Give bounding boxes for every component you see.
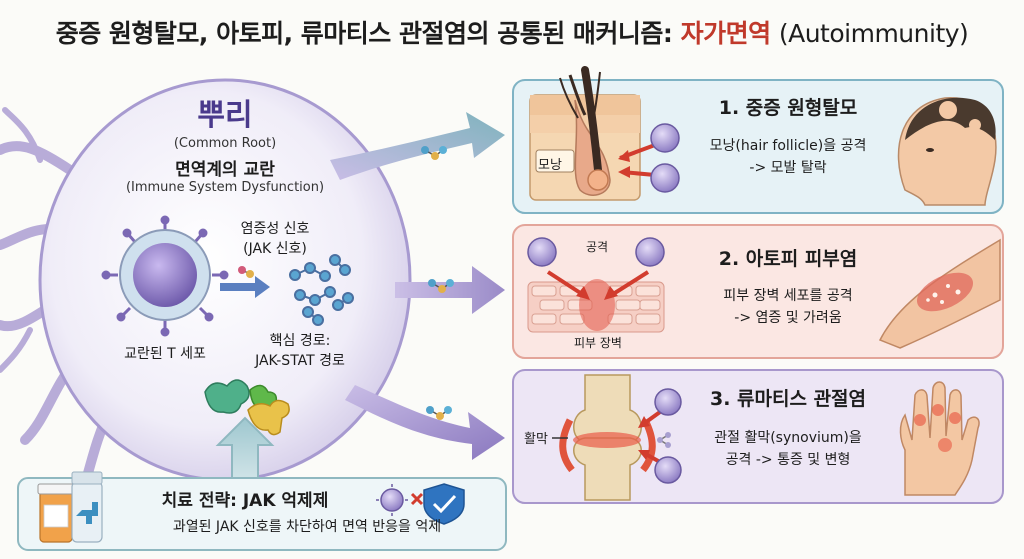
branch-arrow-2 — [395, 266, 505, 314]
jak-signal-icon — [421, 146, 454, 420]
eczema-arm-icon — [878, 238, 1001, 349]
signal-label-2: (JAK 신호) — [243, 241, 307, 257]
branch-arrow-1 — [330, 112, 505, 180]
panel-2-desc-1: 피부 장벽 세포를 공격 — [723, 288, 853, 304]
bald-head-icon — [897, 97, 997, 206]
medicine-bottle-icon — [37, 471, 103, 543]
tissue-label-follicle: 모낭 — [538, 158, 562, 173]
jak-molecule-cluster — [289, 254, 354, 326]
title-accent: 자가면역 — [680, 19, 772, 48]
signal-arrow — [220, 266, 270, 298]
panel-rheumatoid — [512, 369, 1004, 504]
page-title: 중증 원형탈모, 아토피, 류마티스 관절염의 공통된 매커니즘: 자가면역 (… — [0, 14, 1024, 50]
panel-3-desc-2: 공격 -> 통증 및 변형 — [725, 452, 851, 468]
inflamed-hand-icon — [899, 381, 980, 496]
attack-label: 공격 — [585, 240, 609, 254]
signal-label-1: 염증성 신호 — [240, 221, 310, 237]
title-paren: (Autoimmunity) — [778, 19, 969, 48]
shield-check-icon — [423, 483, 465, 525]
branch-arrow-3 — [345, 385, 505, 460]
tissue-label-skin: 피부 장벽 — [574, 336, 622, 350]
treatment-desc: 과열된 JAK 신호를 차단하여 면역 반응을 억제 — [172, 519, 442, 535]
hair-follicle-icon — [529, 66, 680, 201]
panel-3-title: 3. 류마티스 관절염 — [709, 388, 867, 410]
root-heading-en: (Immune System Dysfunction) — [125, 180, 325, 195]
panel-2-desc-2: -> 염증 및 가려움 — [734, 310, 842, 326]
root-title: 뿌리 — [197, 98, 253, 133]
pathway-label-2: JAK-STAT 경로 — [255, 353, 345, 369]
cell-label: 교란된 T 세포 — [124, 346, 206, 362]
tissue-label-synovium: 활막 — [524, 432, 548, 447]
inhibitor-icon — [376, 484, 424, 516]
treatment-title: 치료 전략: JAK 억제제 — [161, 491, 329, 511]
pathway-label-1: 핵심 경로: — [269, 333, 331, 349]
title-main: 중증 원형탈모, 아토피, 류마티스 관절염의 공통된 매커니즘: — [55, 19, 673, 48]
joint-icon — [552, 374, 682, 501]
skin-barrier-icon — [527, 237, 665, 333]
panel-1-desc-2: -> 모발 탈락 — [749, 160, 827, 176]
root-subtitle: (Common Root) — [173, 136, 277, 151]
panel-1-desc-1: 모낭(hair follicle)을 공격 — [709, 138, 867, 154]
panel-3-desc-1: 관절 활막(synovium)을 — [714, 430, 862, 446]
panel-2-title: 2. 아토피 피부염 — [718, 248, 858, 270]
treatment-up-arrow — [215, 416, 275, 479]
panel-1-title: 1. 중증 원형탈모 — [718, 97, 858, 119]
root-heading: 면역계의 교란 — [175, 160, 275, 180]
t-cell-icon — [101, 215, 229, 337]
jak-enzyme-icon — [204, 379, 290, 436]
